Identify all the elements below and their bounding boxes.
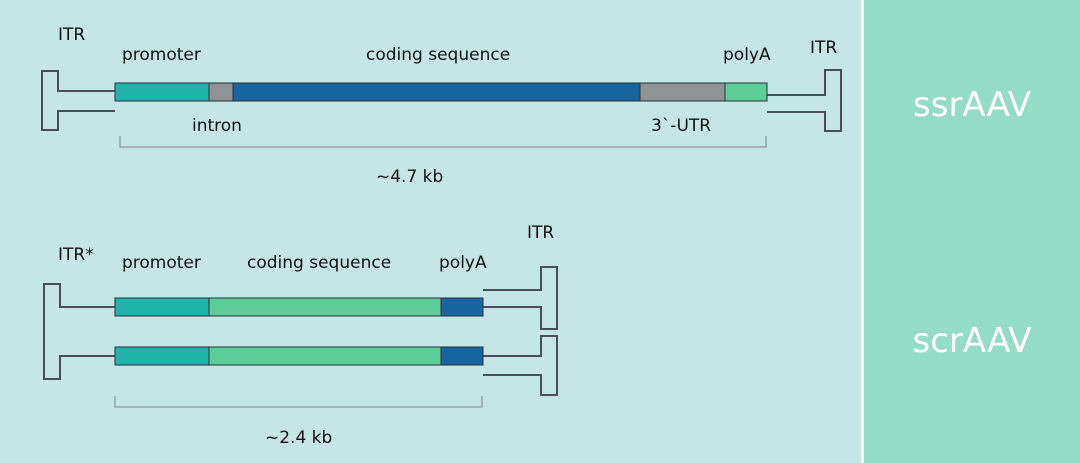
ss-coding-segment — [232, 82, 641, 102]
ss-polya-segment — [724, 82, 768, 102]
ss-polya-label: polyA — [723, 45, 771, 65]
sc-right-itr-bottom-shape — [483, 335, 558, 396]
ss-itr-left-label: ITR — [58, 25, 85, 45]
ss-left-itr-shape — [41, 70, 115, 131]
ss-intron-label: intron — [192, 116, 242, 136]
sc-size-bracket — [114, 396, 483, 408]
sc-right-itr-top-shape — [483, 266, 558, 330]
sc-promoter-label: promoter — [122, 253, 201, 273]
sc-size-label: ~2.4 kb — [265, 428, 332, 448]
ss-promoter-segment — [114, 82, 210, 102]
sc-coding-label: coding sequence — [247, 253, 391, 273]
side-panel — [864, 0, 1080, 463]
ssraav-panel-label: ssrAAV — [913, 85, 1031, 125]
sc-top-coding-segment — [208, 297, 442, 317]
sc-polya-label: polyA — [439, 253, 487, 273]
ssraav-construct: ITR ITR promoter coding sequence polyA i… — [41, 25, 842, 187]
sc-left-itr-shape — [43, 283, 115, 380]
scraav-panel-label: scrAAV — [913, 321, 1032, 361]
scraav-construct: ITR* ITR promoter coding sequence polyA … — [43, 223, 558, 448]
sc-top-polya-segment — [440, 297, 484, 317]
sc-top-promoter-segment — [114, 297, 210, 317]
sc-itr-left-label: ITR* — [58, 245, 94, 265]
ss-size-label: ~4.7 kb — [376, 167, 443, 187]
sc-itr-right-label: ITR — [527, 223, 554, 243]
sc-bottom-promoter-segment — [114, 346, 210, 366]
ss-promoter-label: promoter — [122, 45, 201, 65]
ss-utr-segment — [639, 82, 726, 102]
ss-right-itr-shape — [767, 69, 842, 132]
ss-coding-label: coding sequence — [366, 45, 510, 65]
ss-utr-label: 3`-UTR — [651, 116, 711, 136]
diagram-background — [0, 0, 862, 463]
ss-intron-segment — [208, 82, 234, 102]
panel-divider — [861, 0, 864, 463]
sc-bottom-coding-segment — [208, 346, 442, 366]
ss-itr-right-label: ITR — [810, 38, 837, 58]
sc-bottom-polya-segment — [440, 346, 484, 366]
ss-size-bracket — [119, 136, 767, 148]
